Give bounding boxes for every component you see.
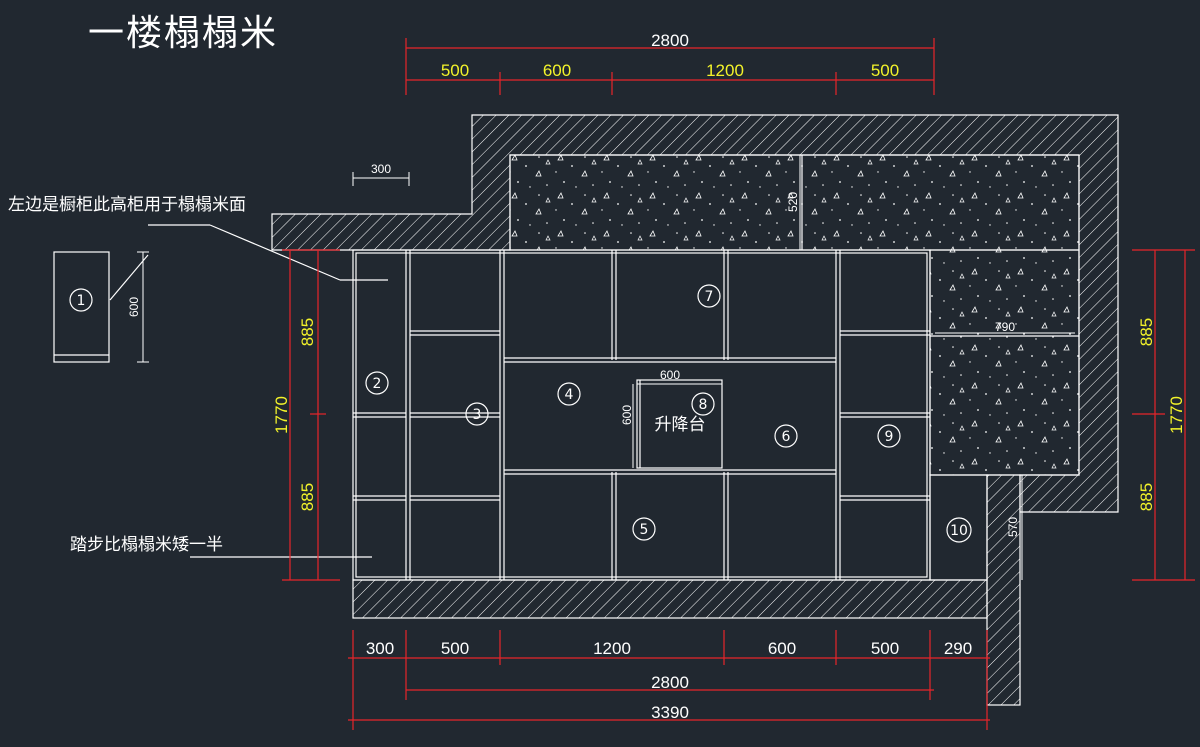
- zone-9-number: 9: [885, 429, 894, 445]
- horizontal-dividers: [353, 330, 930, 501]
- dim-top-seg3: 1200: [706, 61, 744, 80]
- dim-right-total: 1770: [1167, 396, 1186, 434]
- zone-7-number: 7: [705, 289, 714, 305]
- dim-right-width: 790: [995, 320, 1015, 334]
- zone-8-circle: [691, 392, 715, 416]
- dimension-lines: [282, 38, 1195, 730]
- zone-7-circle: [697, 284, 721, 308]
- zone-9-circle: [877, 424, 901, 448]
- zone-2-circle: [365, 371, 389, 395]
- zone-10-box: [929, 474, 988, 581]
- right-step-wall: [986, 474, 1021, 706]
- small-dimension-lines: [137, 155, 1075, 580]
- left-cabinet-note: 左边是橱柜此高柜用于榻榻米面: [8, 195, 246, 215]
- zone-5-number: 5: [640, 522, 649, 538]
- step-note: 踏步比榻榻米矮一半: [70, 535, 223, 555]
- dim-lift-height: 600: [620, 405, 634, 425]
- zone-10-circle: [946, 517, 972, 543]
- zone-1-circle: [69, 288, 93, 312]
- page-title: 一楼榻榻米: [88, 13, 279, 54]
- lift-platform-label: 升降台: [655, 415, 706, 435]
- top-counter: [509, 154, 1080, 251]
- dim-top-seg4: 500: [871, 61, 899, 80]
- dim-right-lower: 885: [1137, 483, 1156, 511]
- tatami-grid: [352, 249, 988, 581]
- dim-cabinet-height: 600: [127, 297, 141, 317]
- dim-step-height: 570: [1006, 517, 1020, 537]
- zone-1-number: 1: [77, 293, 86, 309]
- zone-6-number: 6: [782, 429, 791, 445]
- zone-4-circle: [557, 382, 581, 406]
- vertical-dividers: [405, 250, 841, 580]
- lift-platform-outline: [636, 379, 723, 469]
- zone-3-circle: [465, 402, 489, 426]
- zone-4-number: 4: [565, 387, 574, 403]
- dim-bottom-overall-mid: 2800: [651, 673, 689, 692]
- zone-6-circle: [774, 424, 798, 448]
- zone-2-number: 2: [373, 376, 382, 392]
- dim-lift-width: 600: [660, 368, 680, 382]
- zone-markers: [69, 284, 972, 543]
- dim-bottom-seg6: 290: [944, 639, 972, 658]
- dim-bottom-seg1: 300: [366, 639, 394, 658]
- bottom-wall: [352, 579, 988, 619]
- zone-8-number: 8: [699, 397, 708, 413]
- dim-bottom-seg5: 500: [871, 639, 899, 658]
- dim-top-seg2: 600: [543, 61, 571, 80]
- dim-top-overall: 2800: [651, 31, 689, 50]
- dim-bottom-seg2: 500: [441, 639, 469, 658]
- dim-bottom-seg4: 600: [768, 639, 796, 658]
- dim-bottom-overall: 3390: [651, 703, 689, 722]
- zone-10-number: 10: [950, 523, 968, 539]
- dim-top-depth: 520: [786, 192, 800, 212]
- concrete-areas: [509, 154, 1080, 476]
- dim-bottom-seg3: 1200: [593, 639, 631, 658]
- dim-left-lower: 885: [298, 483, 317, 511]
- zone-5-circle: [632, 517, 656, 541]
- dim-left-upper: 885: [298, 318, 317, 346]
- dim-top-seg1: 500: [441, 61, 469, 80]
- right-counter: [929, 249, 1080, 476]
- dim-right-upper: 885: [1137, 318, 1156, 346]
- zone-3-number: 3: [473, 407, 482, 423]
- dim-scale-bar: 300: [371, 162, 391, 176]
- dim-left-total: 1770: [272, 396, 291, 434]
